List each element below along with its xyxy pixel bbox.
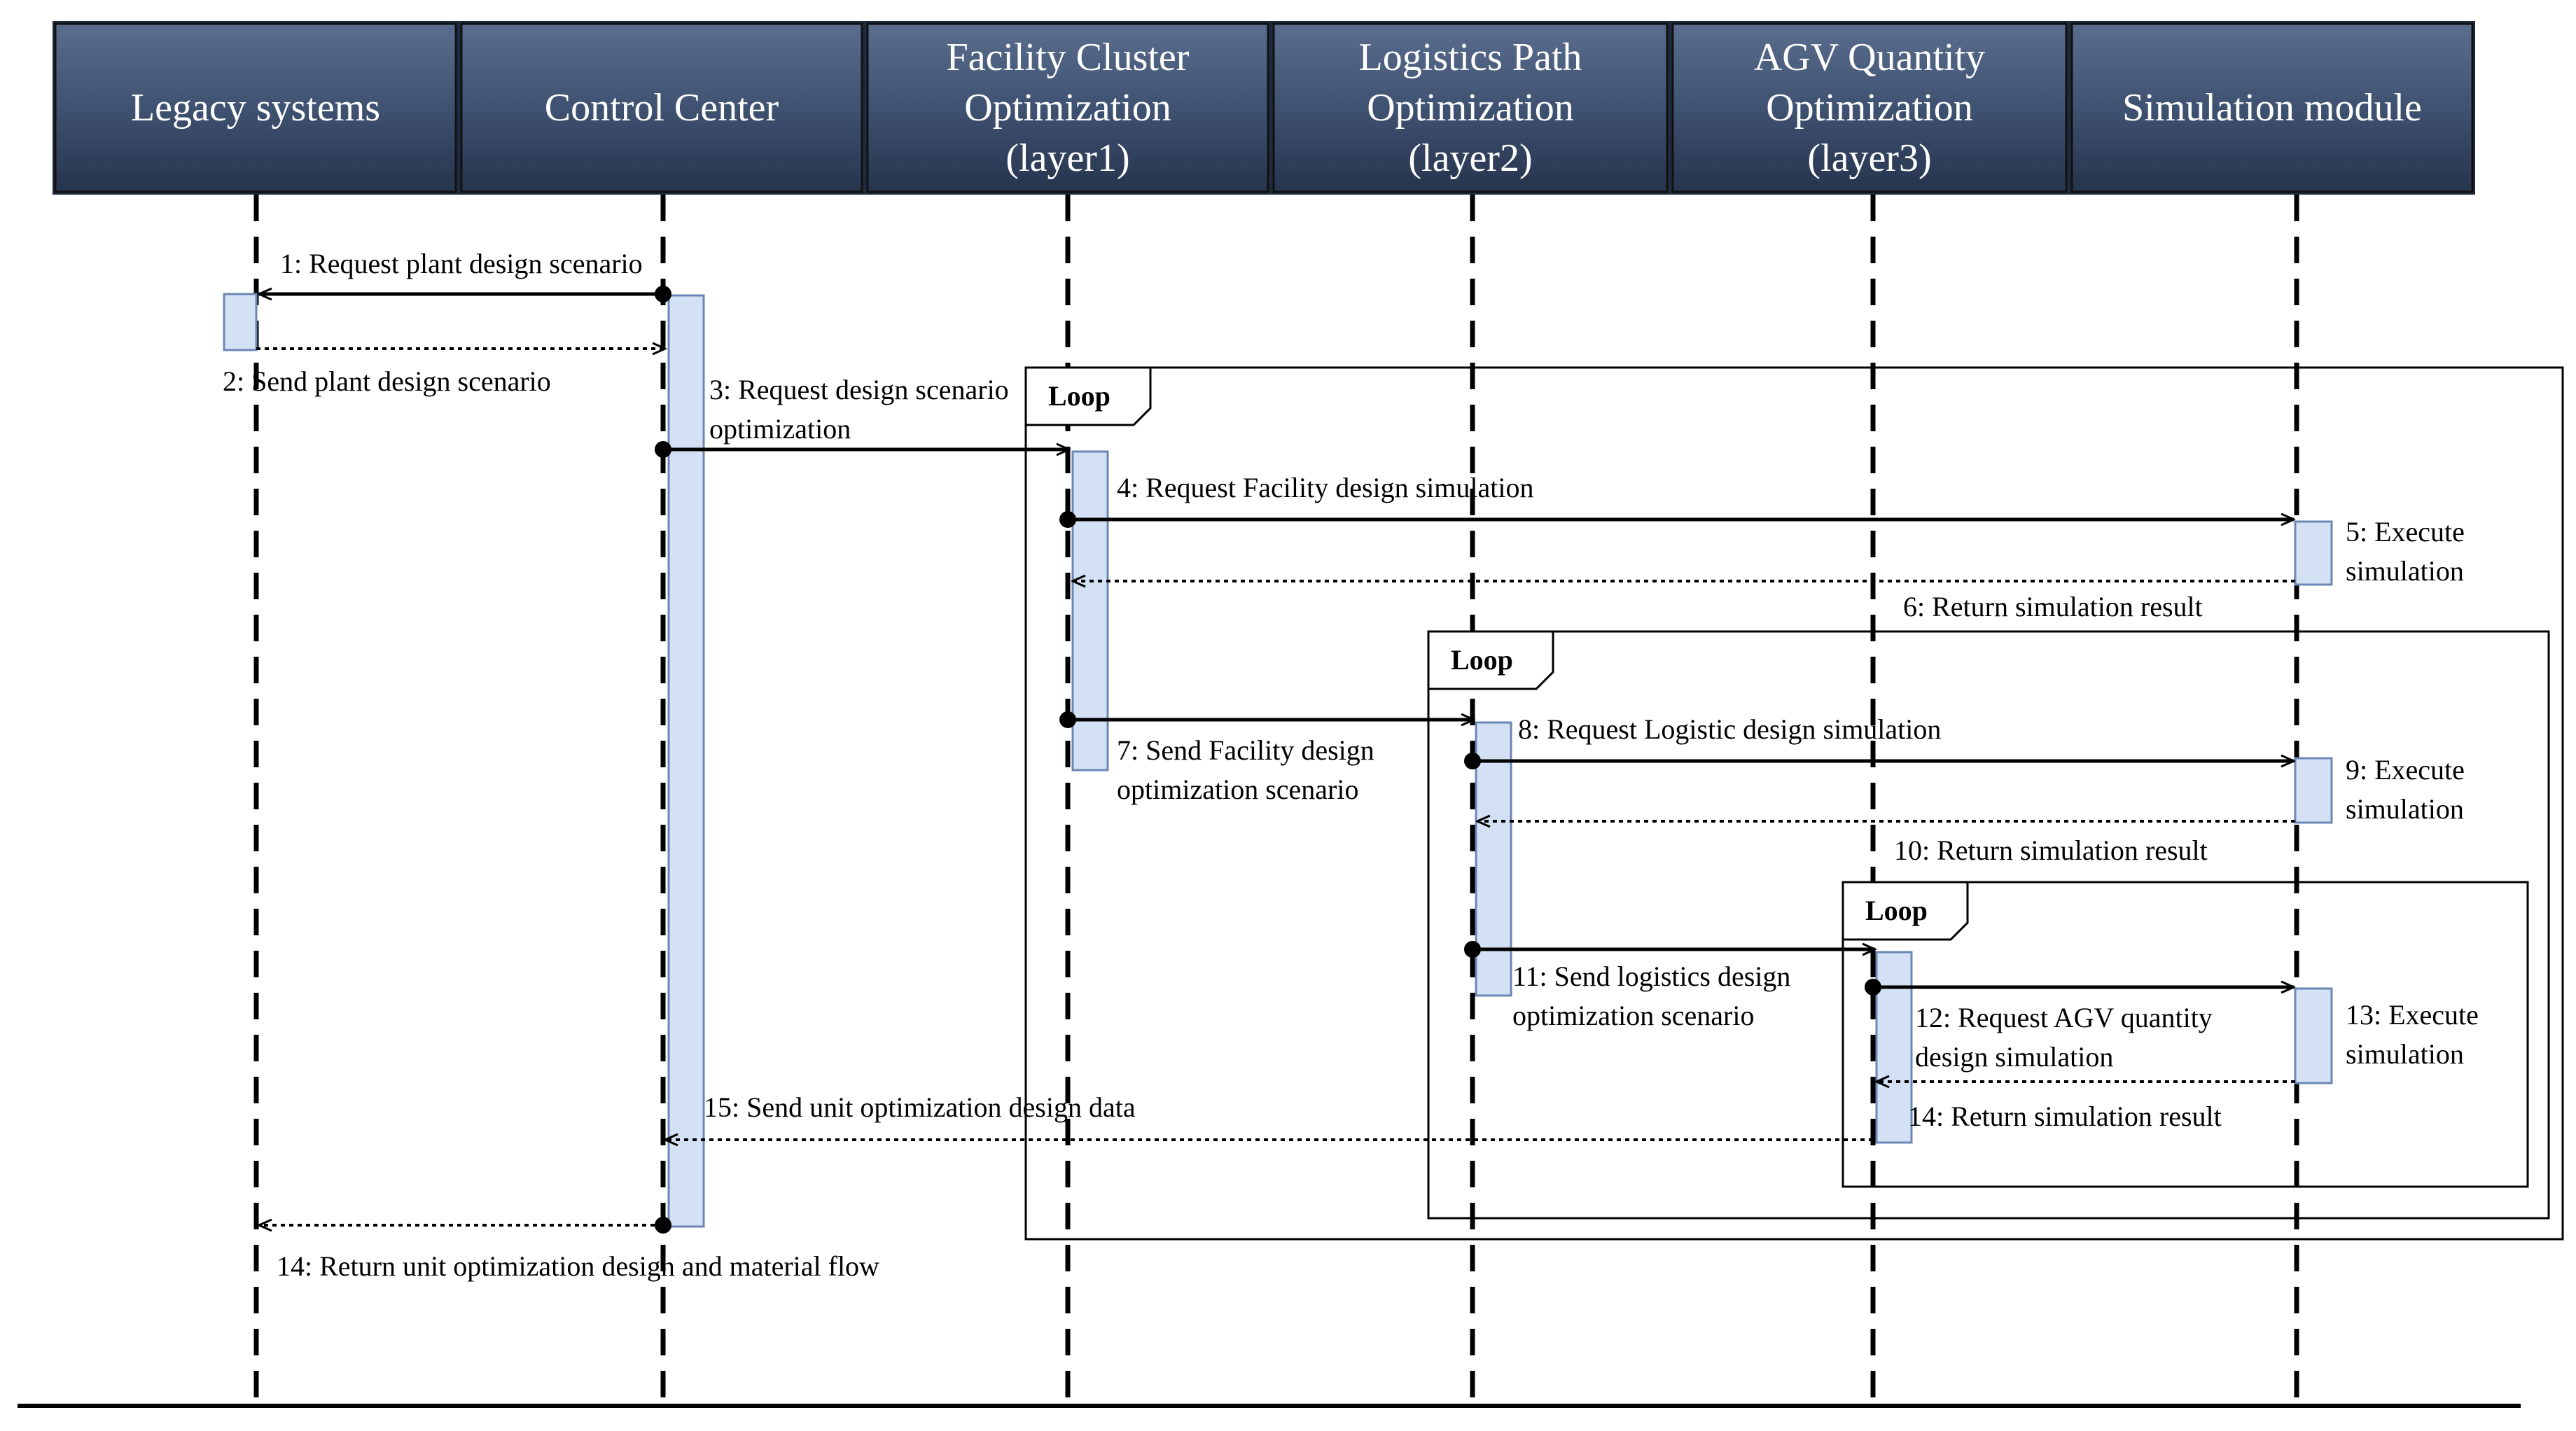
activation-facility [1071, 450, 1109, 772]
message-label: 13: Execute [2346, 999, 2479, 1031]
lifeline-title: AGV Quantity [1754, 36, 1985, 79]
loop-3: Loop [1842, 881, 2529, 1188]
message-label: design simulation [1915, 1041, 2113, 1073]
lifeline-header-box [54, 22, 457, 193]
message-m13: 13: Execute simulation [2346, 999, 2479, 1070]
message-label: 5: Execute [2346, 516, 2465, 547]
lifeline-header-box [866, 22, 1269, 193]
message-m2: 2: Send plant design scenario [223, 349, 665, 397]
lifeline-title: Facility Cluster [947, 36, 1190, 79]
lifeline-title: Control Center [545, 86, 779, 130]
message-label: optimization [709, 413, 851, 445]
messages: 1: Request plant design scenario 2: Send … [223, 248, 2479, 1282]
lifeline-header-control: Control Center [460, 22, 863, 193]
message-m5: 5: Execute simulation [2346, 516, 2465, 587]
activation-legacy [223, 293, 258, 351]
message-label: 6: Return simulation result [1903, 591, 2203, 622]
loop-1: Loop [1024, 366, 2564, 1241]
message-m8: 8: Request Logistic design simulation [1464, 713, 2294, 769]
message-origin-dot [1059, 511, 1076, 528]
message-m3: 3: Request design scenario optimization [655, 374, 1069, 458]
message-origin-dot [655, 1217, 671, 1234]
lifeline-header-box [1671, 22, 2068, 193]
message-m6: 6: Return simulation result [1073, 581, 2295, 622]
lifeline-header-box [2070, 22, 2474, 193]
message-m1: 1: Request plant design scenario [259, 248, 671, 302]
lifeline-title: Simulation module [2122, 86, 2422, 130]
message-label: optimization scenario [1512, 1000, 1754, 1031]
message-label: 12: Request AGV quantity [1915, 1002, 2213, 1033]
activation-logistics [1475, 721, 1512, 997]
loop-frame [1842, 881, 2529, 1188]
message-label: simulation [2346, 793, 2464, 825]
loop-frame [1427, 630, 2550, 1220]
message-label: 8: Request Logistic design simulation [1518, 713, 1941, 745]
loop-2: Loop [1427, 630, 2550, 1220]
message-origin-dot [1865, 979, 1881, 996]
message-origin-dot [1464, 941, 1481, 958]
message-origin-dot [655, 441, 671, 458]
activation-simulation-1 [2294, 520, 2333, 586]
message-label: 7: Send Facility design [1117, 734, 1374, 766]
message-m15: 15: Send unit optimization design data [665, 1091, 1873, 1140]
message-m14: 14: Return simulation result [1877, 1082, 2295, 1132]
lifeline-header-box [460, 22, 863, 193]
loop-tab [1842, 881, 1969, 941]
message-label: 3: Request design scenario [709, 374, 1009, 405]
lifeline-header-legacy: Legacy systems [54, 22, 457, 193]
message-label: optimization scenario [1117, 774, 1358, 805]
message-label: 15: Send unit optimization design data [704, 1091, 1136, 1123]
loop-label: Loop [1451, 644, 1513, 676]
message-m16: 14: Return unit optimization design and … [259, 1217, 879, 1282]
message-label: 1: Request plant design scenario [280, 248, 643, 279]
message-origin-dot [655, 286, 671, 302]
activation-agv [1875, 951, 1913, 1144]
activation-control [667, 294, 705, 1228]
message-m4: 4: Request Facility design simulation [1059, 472, 2294, 528]
lifeline-header-band: Legacy systems Control Center Facility Clu… [53, 21, 2475, 195]
lifeline-title: Optimization [964, 86, 1171, 130]
lifeline-title: Optimization [1766, 86, 1973, 130]
message-label: 14: Return unit optimization design and … [277, 1250, 879, 1282]
lifeline-header-simulation: Simulation module [2070, 22, 2474, 193]
lifeline-title: Legacy systems [131, 86, 380, 130]
lifeline-title: (layer3) [1807, 137, 1931, 180]
message-m12: 12: Request AGV quantity design simulatio… [1865, 979, 2294, 1073]
message-label: 9: Execute [2346, 754, 2465, 786]
message-label: 10: Return simulation result [1894, 835, 2208, 866]
loop-tab [1024, 366, 1152, 426]
message-origin-dot [1059, 711, 1076, 728]
message-label: 2: Send plant design scenario [223, 365, 551, 397]
activation-simulation-2 [2294, 757, 2333, 824]
lifeline-title: (layer1) [1005, 137, 1129, 180]
lifeline-header-box [1272, 22, 1669, 193]
lifeline-title: Optimization [1367, 86, 1574, 130]
message-label: simulation [2346, 1038, 2464, 1070]
message-label: simulation [2346, 555, 2464, 587]
message-label: 14: Return simulation result [1908, 1101, 2222, 1132]
message-m11: 11: Send logistics design optimization sc… [1464, 941, 1875, 1031]
message-label: 11: Send logistics design [1512, 961, 1790, 992]
lifeline-title: (layer2) [1408, 137, 1532, 180]
loop-label: Loop [1865, 895, 1928, 926]
message-m7: 7: Send Facility design optimization scen… [1059, 711, 1474, 805]
loop-frame [1024, 366, 2564, 1241]
activation-simulation-3 [2294, 987, 2333, 1084]
loop-tab [1427, 630, 1554, 690]
message-origin-dot [1464, 753, 1481, 769]
lifeline-title: Logistics Path [1359, 36, 1582, 79]
message-m9: 9: Execute simulation [2346, 754, 2465, 825]
message-m10: 10: Return simulation result [1477, 821, 2295, 866]
message-label: 4: Request Facility design simulation [1117, 472, 1534, 503]
loop-label: Loop [1048, 380, 1111, 412]
